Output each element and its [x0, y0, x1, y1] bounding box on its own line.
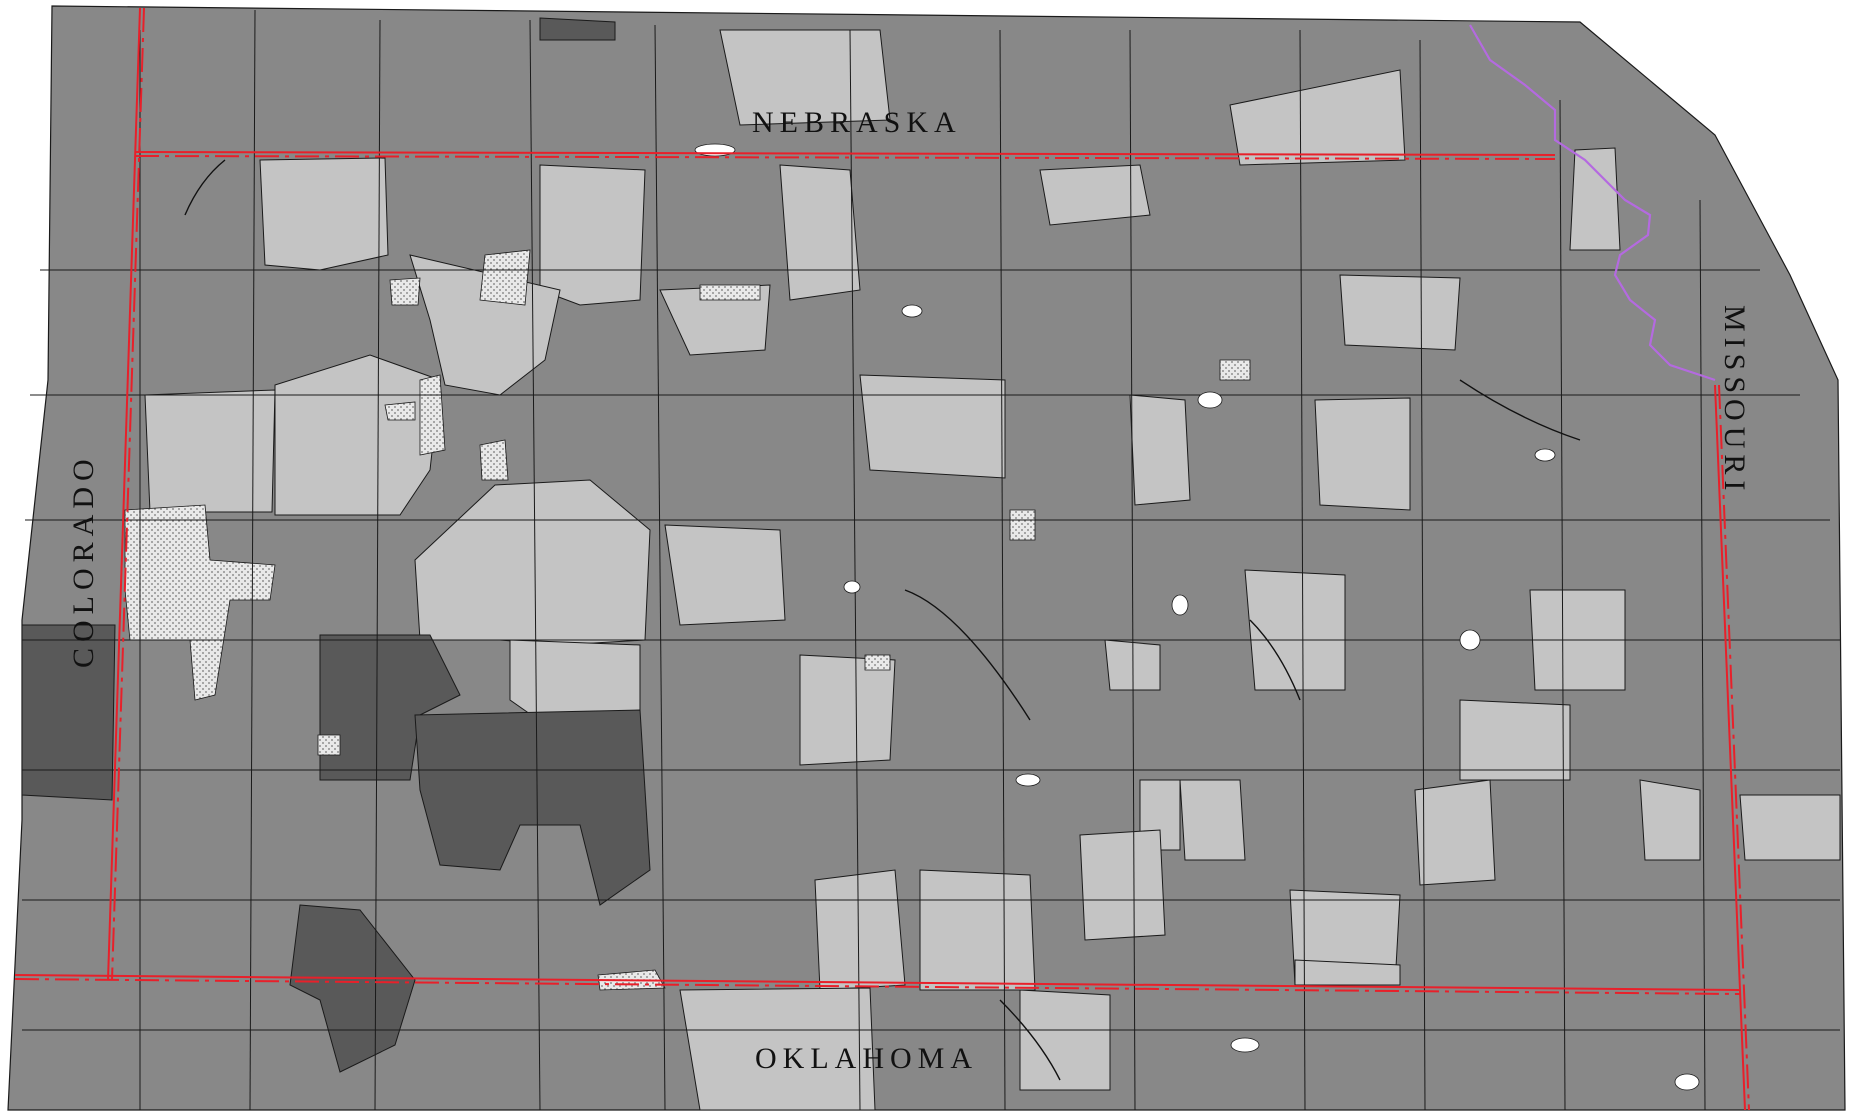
- district-light[interactable]: [1414, 779, 1496, 886]
- state-boundaries: [14, 7, 1750, 1111]
- district-light[interactable]: [1129, 394, 1191, 506]
- district-light[interactable]: [779, 164, 861, 301]
- kansas-missouri-border-inner: [1718, 384, 1750, 1111]
- lake: [843, 580, 861, 594]
- rivers: [184, 159, 1581, 1081]
- dotted-areas: [124, 249, 1251, 991]
- district-light[interactable]: [1569, 147, 1621, 251]
- dotted-area: [479, 439, 509, 481]
- district-light[interactable]: [679, 987, 876, 1111]
- kansas-oklahoma-border-inner: [14, 978, 1741, 995]
- district-light[interactable]: [1294, 959, 1401, 986]
- dotted-area: [124, 504, 276, 701]
- lake: [1534, 448, 1556, 462]
- state-label-oklahoma: OKLAHOMA: [755, 1042, 978, 1075]
- lake: [901, 304, 923, 318]
- district-light[interactable]: [1459, 699, 1571, 781]
- dotted-area: [1009, 509, 1036, 541]
- missouri-river: [1469, 24, 1716, 382]
- district-light[interactable]: [799, 654, 896, 766]
- lake: [1674, 1073, 1700, 1091]
- district-light[interactable]: [664, 524, 786, 626]
- dotted-area: [389, 277, 421, 306]
- lake: [1230, 1037, 1260, 1053]
- kansas-colorado-border: [107, 7, 141, 981]
- dotted-area: [479, 249, 531, 306]
- lake: [1197, 391, 1223, 409]
- district-light[interactable]: [1019, 989, 1111, 1091]
- kansas-oklahoma-border: [14, 974, 1741, 991]
- district-light[interactable]: [1039, 164, 1151, 226]
- district-light[interactable]: [919, 869, 1036, 991]
- kansas-colorado-border-inner: [111, 7, 145, 981]
- lake: [1459, 629, 1481, 651]
- district-light[interactable]: [719, 29, 891, 126]
- kansas-nebraska-border-inner: [134, 155, 1556, 160]
- lake: [1171, 594, 1189, 616]
- district-light[interactable]: [1314, 397, 1411, 511]
- state-label-missouri: MISSOURI: [1718, 305, 1751, 496]
- district-dark[interactable]: [414, 709, 651, 906]
- dotted-area: [384, 401, 416, 421]
- district-light[interactable]: [1179, 779, 1246, 861]
- district-light[interactable]: [1229, 69, 1406, 166]
- district-dark[interactable]: [21, 624, 116, 801]
- dotted-area: [864, 654, 891, 671]
- district-light[interactable]: [144, 389, 276, 513]
- dotted-area: [1219, 359, 1251, 381]
- district-light[interactable]: [539, 164, 646, 306]
- district-light[interactable]: [1339, 274, 1461, 351]
- district-light[interactable]: [274, 354, 441, 516]
- district-light[interactable]: [859, 374, 1006, 479]
- kansas-nebraska-border: [134, 151, 1556, 156]
- district-light[interactable]: [1079, 829, 1166, 941]
- dotted-area: [699, 284, 761, 301]
- district-dark[interactable]: [539, 17, 616, 41]
- district-light[interactable]: [1639, 779, 1701, 861]
- state-label-colorado: COLORADO: [67, 453, 100, 668]
- district-light[interactable]: [259, 157, 389, 271]
- district-boundaries: [22, 9, 1840, 1111]
- district-light[interactable]: [814, 869, 906, 991]
- district-light[interactable]: [1739, 794, 1841, 861]
- district-light[interactable]: [1244, 569, 1346, 691]
- kansas-missouri-border: [1714, 384, 1746, 1111]
- state-label-nebraska: NEBRASKA: [752, 106, 962, 139]
- lake: [1015, 773, 1041, 787]
- dotted-area: [317, 734, 341, 756]
